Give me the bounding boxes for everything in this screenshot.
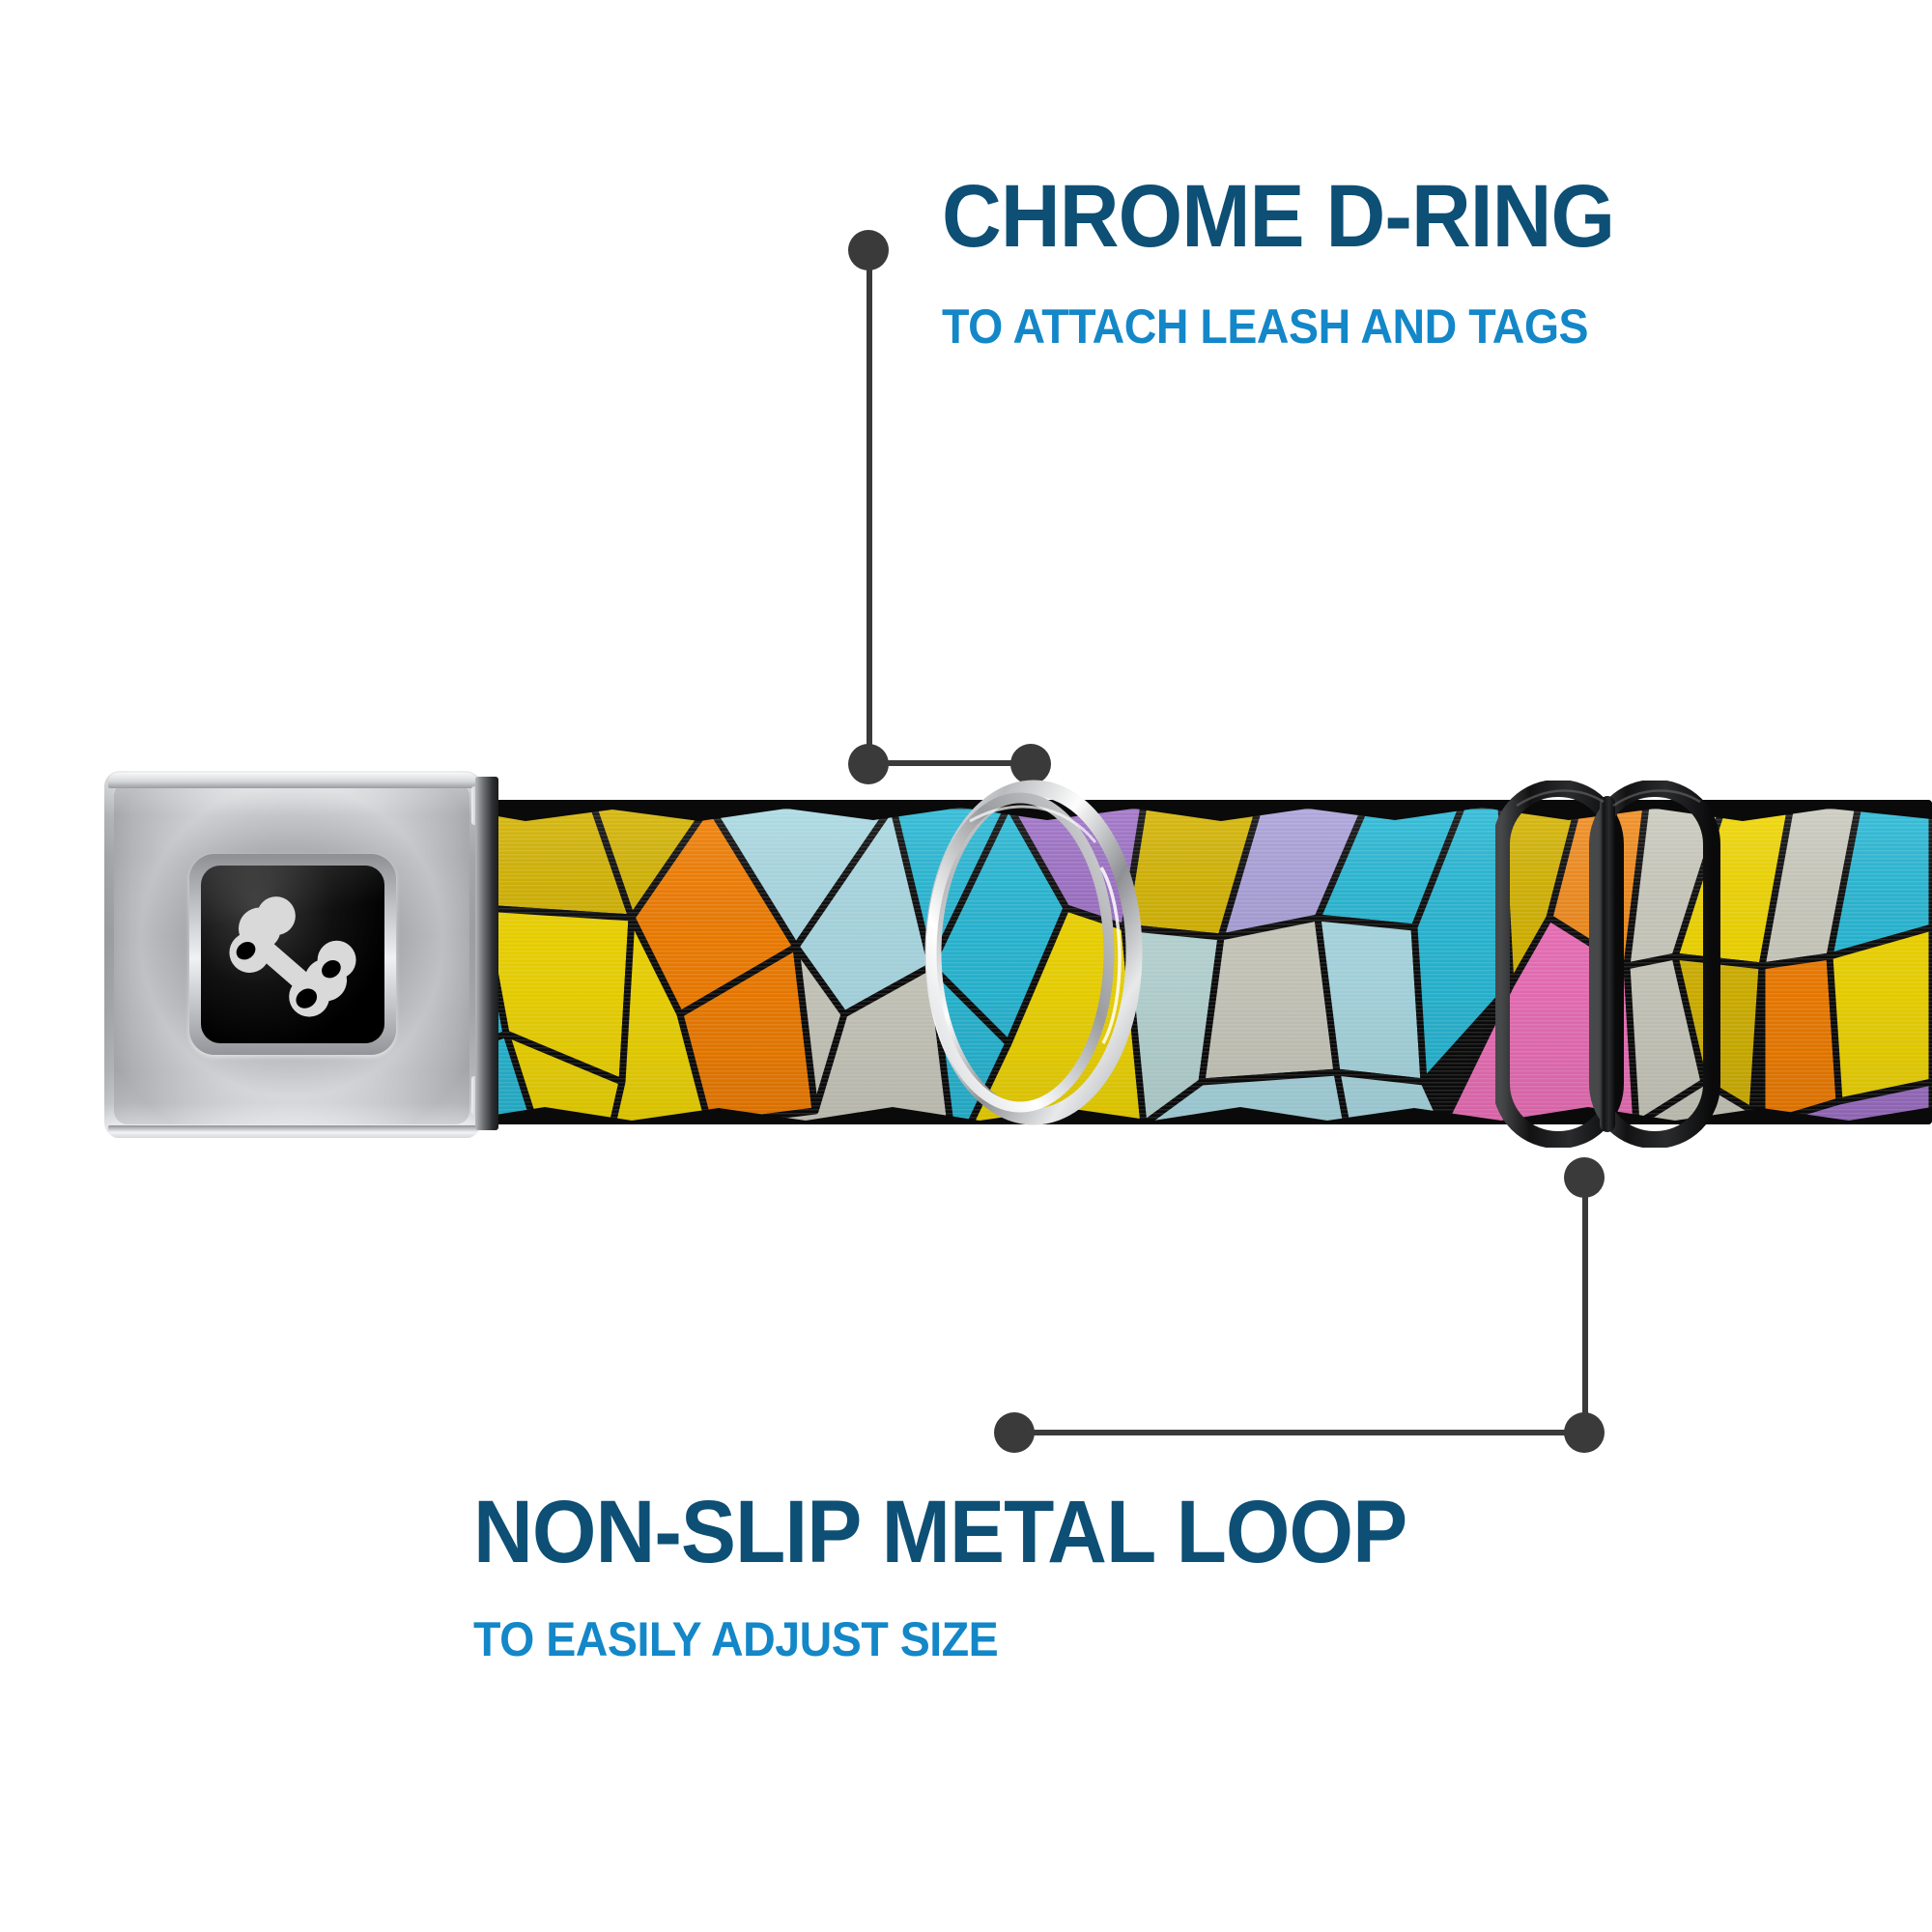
buckle-clamp-notch-bottom (471, 1076, 483, 1115)
leader-line-horizontal-top (867, 760, 1036, 766)
non-slip-metal-loop (1492, 780, 1747, 1149)
buckle-logo-plate (201, 866, 384, 1043)
callout-subtitle-chrome-d-ring: TO ATTACH LEASH AND TAGS (942, 299, 1589, 354)
collar-strap (390, 792, 1932, 1132)
strap-top-stitch (390, 800, 1932, 821)
leader-dot-bottom-anchor (994, 1412, 1035, 1453)
leader-dot-bottom-elbow (1564, 1412, 1605, 1453)
callout-subtitle-non-slip-metal-loop: TO EASILY ADJUST SIZE (473, 1612, 999, 1666)
buckle-inner-ring (189, 854, 396, 1055)
buckle-chrome-shell (104, 771, 481, 1138)
leader-line-vertical-top (867, 249, 872, 766)
slider-loop-center-bar (1600, 796, 1615, 1132)
dog-bone-icon (229, 896, 356, 1017)
buckle-bevel (114, 782, 469, 1124)
callout-title-chrome-d-ring: CHROME D-RING (942, 167, 1615, 266)
strap-bottom-stitch (390, 1107, 1932, 1124)
strap-pattern (390, 800, 1932, 1124)
leader-line-vertical-bottom (1582, 1177, 1588, 1435)
leader-dot-top-anchor (848, 230, 889, 270)
d-ring-inner-loop (925, 792, 1115, 1113)
buckle-strap-clamp (475, 777, 498, 1130)
d-ring-outer-loop (924, 780, 1143, 1125)
slider-loop-left-opening (1492, 780, 1624, 1149)
buckle-plate-glare (201, 866, 384, 930)
buckle-bottom-edge (108, 1125, 477, 1138)
slider-loop-right-opening (1589, 780, 1720, 1149)
leader-line-horizontal-bottom (1014, 1430, 1586, 1435)
buckle-top-edge (108, 773, 477, 788)
seatbelt-buckle (104, 771, 498, 1138)
leader-dot-top-elbow (848, 744, 889, 784)
buckle-clamp-notch-top (471, 786, 483, 825)
callout-title-non-slip-metal-loop: NON-SLIP METAL LOOP (473, 1483, 1407, 1581)
leader-dot-bottom-target (1564, 1157, 1605, 1198)
chrome-d-ring (920, 759, 1171, 1150)
leader-dot-top-target (1010, 744, 1051, 784)
